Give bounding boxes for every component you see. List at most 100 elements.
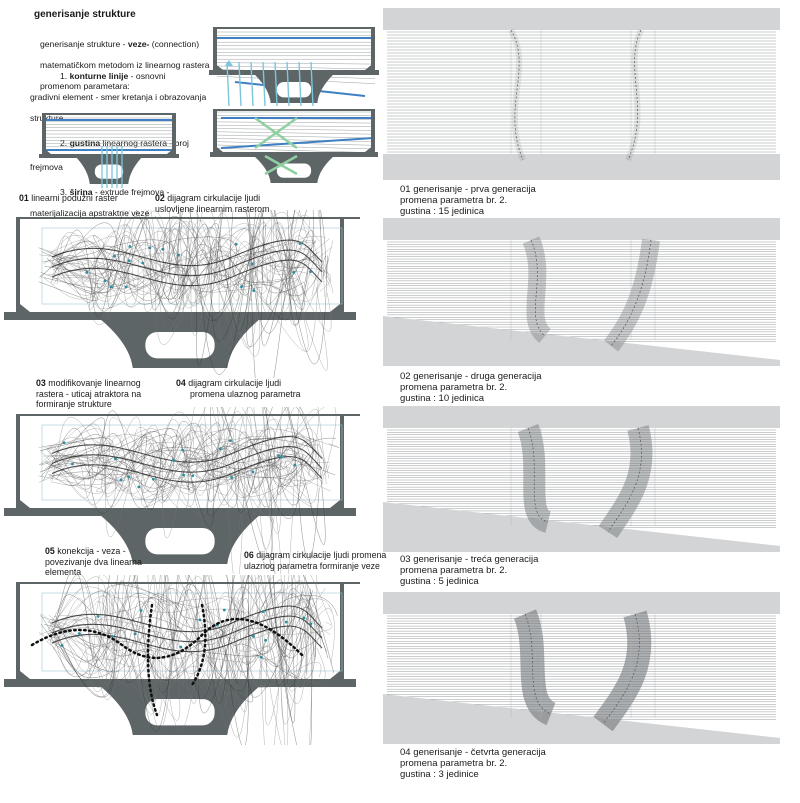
circulation-path [46,223,318,302]
bottom-slab [383,316,780,366]
strand-edge [627,29,642,161]
circulation-path [50,221,316,309]
circulation-path [55,407,314,534]
circulation-path [50,575,304,687]
circulation-path [56,210,328,371]
person-dot [85,270,89,274]
item3-post: - extrude frejmova - [92,186,170,197]
circulation-path [50,210,304,310]
circulation-path [48,575,305,696]
circulation-path [45,428,315,480]
dotted-connection [190,603,207,687]
caption-01: 01 linearni podužni raster [19,193,118,204]
raster-line [216,121,376,124]
circulation-path [53,428,323,480]
person-dot [292,271,296,274]
circulation-path [56,224,332,296]
strand-fill [603,238,660,352]
contour-line [220,137,374,149]
flow-arrow [286,61,290,107]
main-trajectory [51,615,323,643]
person-dot [161,247,165,251]
person-dot [128,245,132,248]
person-dot [139,609,143,612]
gen2-param: promena parametra br. 2. [400,382,508,393]
person-dot [250,262,254,266]
item2-bold: gustina [69,138,101,149]
person-dot [234,242,238,246]
circulation-path [41,575,309,721]
main-trajectory [51,446,323,473]
caption-05: 05 konekcija - veza -povezivanje dva lin… [45,546,142,578]
right-wall [371,110,375,152]
intro-list: 1. konturne linije - osnovni gradivni el… [30,60,220,229]
item1-bold: konturne linije [69,70,129,81]
floor-slab [209,70,379,75]
person-dot [191,474,195,478]
circulation-path [54,575,305,681]
circulation-path [42,215,307,321]
person-dot [119,478,123,482]
person-dot [71,462,74,466]
dotted-connection [146,603,159,717]
circulation-path [50,420,314,497]
generation-caption-1: 01 generisanje - prva generacija promena… [400,184,536,217]
generation-caption-4: 04 generisanje - četvrta generacija prom… [400,747,546,780]
arrow-head [225,60,233,66]
bracket-right [330,304,340,312]
bracket-left [217,65,223,70]
connection-arrows [254,116,298,150]
intro-text: generisanje strukture - veze- (connectio… [40,28,215,102]
caption-04-text2: promena ulaznog parametra [190,388,301,399]
raster-line [216,131,376,135]
person-dot [127,259,131,263]
floor-slab [210,152,378,157]
item1-post: - osnovni [128,70,166,81]
circulation-path [39,409,319,512]
right-wall [172,114,176,154]
arch-void [94,164,124,179]
intro-line1c: (connection) [149,38,200,49]
circulation-section-2 [4,407,360,574]
circulation-path [54,575,312,714]
top-slab [383,218,780,240]
item3-num: 3. [60,186,70,197]
generation-panel-4 [383,592,780,744]
circulation-path [52,228,334,307]
bracket-left [46,150,51,154]
caption-02-num: 02 [155,193,165,203]
connection-arrows [264,154,298,176]
intro-line1a: generisanje strukture - [40,38,128,49]
person-dot [198,618,202,622]
strand-edge [524,613,552,715]
strand-edge [510,29,524,161]
left-wall [42,114,46,154]
generation-panel-2 [383,218,780,366]
top-slab [383,592,780,614]
arch-void [145,528,215,555]
caption-05-text2: povezivanje dva linearna [45,556,142,567]
main-trajectory [51,456,323,483]
small-section-a [209,27,379,107]
person-dot [171,459,175,462]
circulation-path [50,210,305,320]
person-dot [259,655,263,659]
circulation-path [55,236,324,303]
left-wall [16,415,20,508]
generation-panel-1 [383,8,780,180]
strand-fill [593,610,652,732]
main-trajectory [51,249,323,277]
circulation-path [57,575,307,686]
generation-panel-3 [383,406,780,552]
bracket-right [365,65,371,70]
person-dot [182,473,185,477]
gen4-density: gustina : 3 jedinice [400,769,479,780]
floor-slab [39,154,179,158]
person-dot [103,279,107,283]
person-dot [251,470,255,474]
raster-line [216,134,376,139]
person-dot [240,285,243,289]
person-dot [284,620,288,624]
main-trajectory [51,239,323,267]
